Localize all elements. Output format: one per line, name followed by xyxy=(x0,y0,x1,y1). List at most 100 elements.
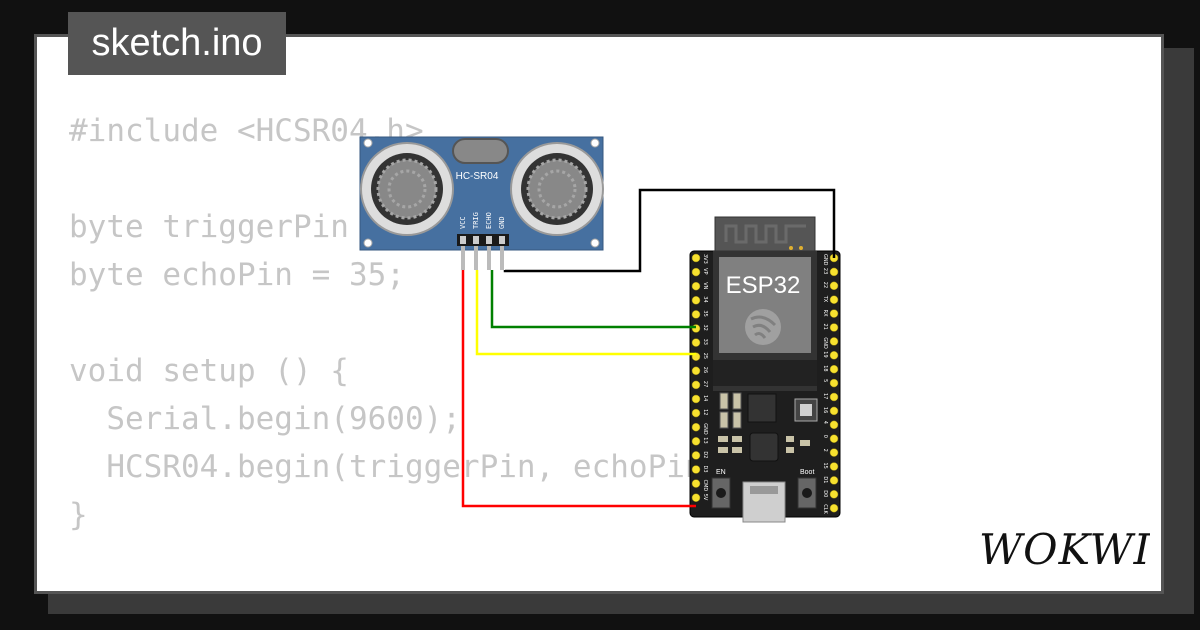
pin-15[interactable] xyxy=(829,462,839,471)
wires xyxy=(461,188,836,508)
pin-label-16: 16 xyxy=(822,407,828,413)
pin-label-33: 33 xyxy=(702,339,708,345)
en-button-label: EN xyxy=(716,469,726,476)
espressif-logo xyxy=(745,309,781,345)
pin-3v3[interactable] xyxy=(691,253,701,263)
sensor-pin-vcc-label: VCC xyxy=(459,216,467,229)
esp32-board[interactable]: ESP32 EN Boot xyxy=(689,216,841,523)
en-button[interactable] xyxy=(711,477,731,509)
sensor-pin-trig[interactable] xyxy=(473,236,479,244)
pin-rx[interactable] xyxy=(829,309,839,318)
pin-label-21: 21 xyxy=(822,324,828,330)
pin-label-26: 26 xyxy=(702,367,708,373)
pin-label-0: 0 xyxy=(822,435,828,438)
code-line: Serial.begin(9600); xyxy=(69,401,461,437)
pin-label-d1: D1 xyxy=(822,476,828,483)
pin-label-4: 4 xyxy=(822,421,828,424)
pin-label-12: 12 xyxy=(702,409,708,415)
pin-label-gnd: GND xyxy=(822,337,828,349)
hc-sr04-sensor[interactable]: HC-SR04 VCC TRIG ECHO GND xyxy=(359,136,604,270)
wire-vcc[interactable] xyxy=(461,270,696,508)
wokwi-logo: WOKWI xyxy=(979,525,1150,572)
pin-label-32: 32 xyxy=(702,325,708,331)
pin-33[interactable] xyxy=(691,338,701,347)
file-tab[interactable]: sketch.ino xyxy=(68,12,286,75)
pin-clk[interactable] xyxy=(829,503,839,513)
pin-label-clk: CLK xyxy=(822,504,828,514)
pin-gnd[interactable] xyxy=(829,337,839,346)
pin-21[interactable] xyxy=(829,323,839,332)
sensor-pin-echo-label: ECHO xyxy=(485,212,493,229)
pin-14[interactable] xyxy=(691,394,701,404)
pin-5v[interactable] xyxy=(691,493,701,502)
pin-2[interactable] xyxy=(829,448,839,457)
transducer-right xyxy=(510,142,604,236)
sensor-pin-gnd[interactable] xyxy=(499,236,505,244)
pin-vp[interactable] xyxy=(691,267,701,277)
wire-echo[interactable] xyxy=(490,270,696,329)
pin-label-17: 17 xyxy=(822,393,828,399)
pin-label-2: 2 xyxy=(822,449,828,452)
sensor-label: HC-SR04 xyxy=(456,171,499,182)
pin-26[interactable] xyxy=(691,366,701,376)
wire-trig[interactable] xyxy=(475,270,696,356)
sensor-pin-trig-label: TRIG xyxy=(472,212,480,229)
pin-35[interactable] xyxy=(691,310,701,319)
pin-label-19: 19 xyxy=(822,351,828,357)
pin-27[interactable] xyxy=(691,380,701,390)
pin-label-d2: D2 xyxy=(702,451,708,458)
pin-label-tx: TX xyxy=(822,295,828,303)
boot-button[interactable] xyxy=(797,477,817,509)
wire-gnd[interactable] xyxy=(503,188,836,273)
pin-label-5: 5 xyxy=(822,379,828,382)
pin-label-vp: VP xyxy=(702,268,708,274)
pin-34[interactable] xyxy=(691,296,701,305)
pin-label-3v3: 3V3 xyxy=(702,254,708,264)
wokwi-logo-text: WOKWI xyxy=(979,525,1150,572)
pin-16[interactable] xyxy=(829,406,839,416)
transducer-left xyxy=(360,142,454,236)
pin-label-22: 22 xyxy=(822,282,828,288)
pin-cmd[interactable] xyxy=(691,479,701,488)
pin-18[interactable] xyxy=(829,364,839,374)
pin-32[interactable] xyxy=(691,324,701,333)
pin-label-13: 13 xyxy=(702,437,708,443)
pin-label-rx: RX xyxy=(822,310,828,317)
pin-22[interactable] xyxy=(829,281,839,291)
pin-d0[interactable] xyxy=(829,490,839,499)
pin-label-27: 27 xyxy=(702,381,708,387)
sensor-pin-vcc[interactable] xyxy=(460,236,466,244)
pin-tx[interactable] xyxy=(829,295,839,304)
pin-gnd[interactable] xyxy=(691,422,701,432)
pin-0[interactable] xyxy=(829,434,839,443)
pin-label-5v: 5V xyxy=(702,494,708,501)
sensor-pin-echo[interactable] xyxy=(486,236,492,244)
pin-d1[interactable] xyxy=(829,476,839,485)
boot-button-label: Boot xyxy=(800,469,814,476)
pin-label-35: 35 xyxy=(702,310,708,316)
pin-13[interactable] xyxy=(691,437,701,446)
pin-vn[interactable] xyxy=(691,281,701,291)
code-line: } xyxy=(69,497,88,533)
code-line: byte echoPin = 35; xyxy=(69,257,405,293)
pin-4[interactable] xyxy=(829,420,839,430)
pin-19[interactable] xyxy=(829,351,839,360)
pin-23[interactable] xyxy=(829,267,839,277)
pin-label-23: 23 xyxy=(822,268,828,274)
pin-label-15: 15 xyxy=(822,463,828,469)
pin-label-d0: D0 xyxy=(822,490,828,497)
pin-17[interactable] xyxy=(829,392,839,402)
pin-5[interactable] xyxy=(829,378,839,388)
pin-12[interactable] xyxy=(691,408,701,418)
sensor-pin-gnd-label: GND xyxy=(498,216,506,229)
pin-d3[interactable] xyxy=(691,465,701,474)
code-line: void setup () { xyxy=(69,353,349,389)
pin-d2[interactable] xyxy=(691,451,701,460)
esp32-label: ESP32 xyxy=(726,272,801,299)
pin-label-vn: VN xyxy=(702,282,708,289)
pin-label-25: 25 xyxy=(702,353,708,359)
pin-label-14: 14 xyxy=(702,395,708,401)
